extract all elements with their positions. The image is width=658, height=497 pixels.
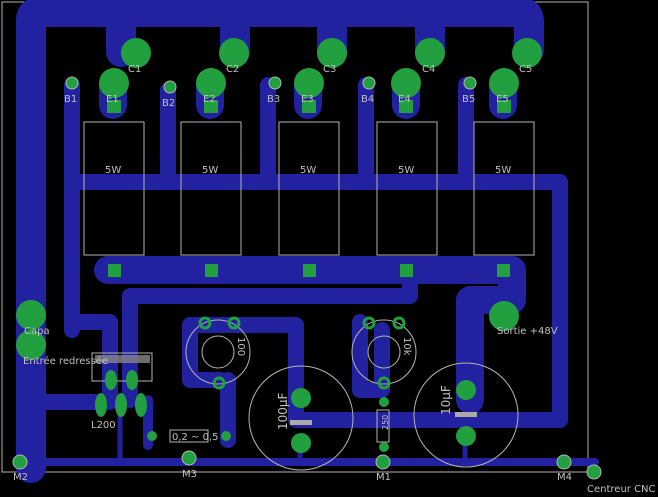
emitter-pads[interactable] bbox=[99, 68, 519, 277]
label-e4: E4 bbox=[398, 94, 411, 105]
label-m4: M4 bbox=[557, 472, 572, 483]
trace-regulator-out bbox=[122, 262, 418, 408]
trace-trimmer-1 bbox=[182, 317, 358, 428]
label-l200: L200 bbox=[91, 420, 116, 431]
label-capa: Capa bbox=[24, 326, 50, 337]
label-output: Sortie +48V bbox=[497, 326, 558, 337]
label-e2: E2 bbox=[203, 94, 216, 105]
label-r1: 5W bbox=[105, 165, 121, 176]
label-e5: E5 bbox=[496, 94, 509, 105]
label-e1: E1 bbox=[106, 94, 119, 105]
trace-base-drops bbox=[160, 77, 474, 188]
labels: C1 C2 C3 C4 C5 B1 B2 B3 B4 B5 E1 E2 E3 E… bbox=[13, 64, 656, 495]
label-c2: C2 bbox=[226, 64, 239, 75]
label-e3: E3 bbox=[301, 94, 314, 105]
base-pads[interactable] bbox=[65, 76, 477, 94]
label-r2: 5W bbox=[202, 165, 218, 176]
label-c4: C4 bbox=[422, 64, 435, 75]
connector-pads[interactable] bbox=[16, 300, 519, 360]
trace-resistor-bus bbox=[94, 256, 526, 414]
label-b3: B3 bbox=[267, 94, 280, 105]
label-cap-10uf: 10µF bbox=[439, 385, 453, 415]
label-resistor-250: 250 bbox=[381, 415, 390, 430]
trimmer-2 bbox=[351, 316, 417, 390]
label-r4: 5W bbox=[398, 165, 414, 176]
label-r3: 5W bbox=[300, 165, 316, 176]
label-r5: 5W bbox=[495, 165, 511, 176]
label-centreur: Centreur CNC bbox=[587, 484, 656, 495]
trace-base-bus bbox=[64, 77, 568, 428]
shunt-resistor bbox=[147, 429, 231, 443]
power-resistors bbox=[83, 121, 535, 256]
regulator-l200 bbox=[91, 352, 153, 417]
label-input: Entrée redressée bbox=[23, 355, 108, 367]
label-trimmer-10k: 10k bbox=[401, 337, 412, 356]
capacitor-pads[interactable] bbox=[121, 38, 542, 68]
label-b2: B2 bbox=[162, 98, 175, 109]
label-trimmer-100: 100 bbox=[235, 337, 246, 356]
label-shunt: 0,2 ~ 0,5 bbox=[172, 432, 219, 443]
trace-outer-frame bbox=[16, 0, 544, 483]
label-cap-100uf: 100µF bbox=[276, 392, 290, 430]
label-c5: C5 bbox=[519, 64, 532, 75]
label-m1: M1 bbox=[376, 472, 391, 483]
label-m2: M2 bbox=[13, 472, 28, 483]
trace-trimmer-2 bbox=[220, 314, 390, 448]
cap-10uf bbox=[413, 362, 519, 468]
label-c3: C3 bbox=[323, 64, 336, 75]
mounting-holes[interactable] bbox=[12, 450, 602, 480]
label-b1: B1 bbox=[64, 94, 77, 105]
label-b5: B5 bbox=[462, 94, 475, 105]
label-b4: B4 bbox=[361, 94, 374, 105]
trimmer-1 bbox=[185, 316, 251, 390]
label-c1: C1 bbox=[128, 64, 141, 75]
trace-cap-drops bbox=[106, 5, 445, 67]
resistor-250 bbox=[376, 397, 390, 452]
label-m3: M3 bbox=[182, 469, 197, 480]
cap-100uf bbox=[248, 365, 354, 471]
